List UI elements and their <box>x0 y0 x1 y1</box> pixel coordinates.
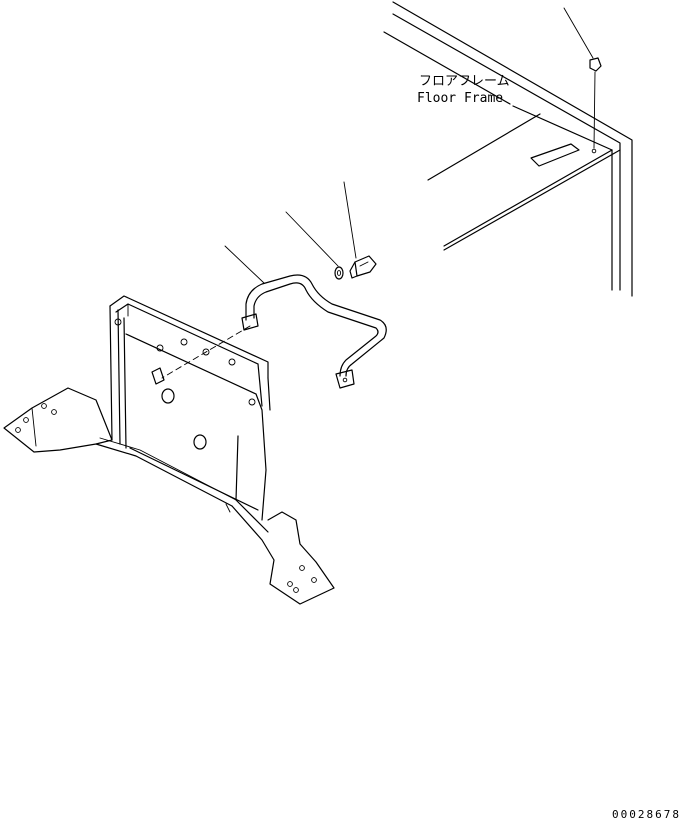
floor-frame <box>383 1 633 297</box>
clip-part <box>563 7 602 149</box>
drawing-code: 00028678 <box>612 808 681 821</box>
left-foot <box>3 387 237 507</box>
leader-lines <box>224 181 357 284</box>
bolt <box>349 255 377 279</box>
bent-rod <box>241 274 387 389</box>
support-bracket <box>109 295 271 533</box>
floor-frame-label-en: Floor Frame <box>417 91 503 106</box>
floor-frame-label-jp: フロアフレーム <box>419 74 510 89</box>
washer <box>334 266 344 280</box>
right-foot <box>225 503 335 605</box>
